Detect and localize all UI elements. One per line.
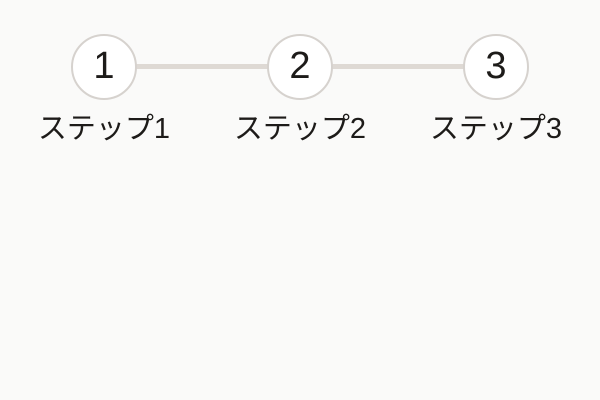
step-1-number: 1 bbox=[93, 45, 115, 87]
stepper-connector-1-2 bbox=[104, 64, 300, 69]
step-3-circle[interactable]: 3 bbox=[463, 34, 529, 100]
step-2-circle[interactable]: 2 bbox=[267, 34, 333, 100]
step-1-circle[interactable]: 1 bbox=[71, 34, 137, 100]
step-1-label: ステップ1 bbox=[37, 113, 171, 145]
step-3-label: ステップ3 bbox=[429, 113, 563, 145]
step-2-number: 2 bbox=[289, 45, 311, 87]
step-1: 1 ステップ1 bbox=[6, 34, 202, 147]
step-3-number: 3 bbox=[485, 45, 507, 87]
step-3: 3 ステップ3 bbox=[398, 34, 594, 147]
stepper: 1 ステップ1 2 ステップ2 3 ステップ3 bbox=[0, 0, 600, 147]
step-2: 2 ステップ2 bbox=[202, 34, 398, 147]
stepper-connector-2-3 bbox=[300, 64, 496, 69]
step-2-label: ステップ2 bbox=[233, 113, 367, 145]
